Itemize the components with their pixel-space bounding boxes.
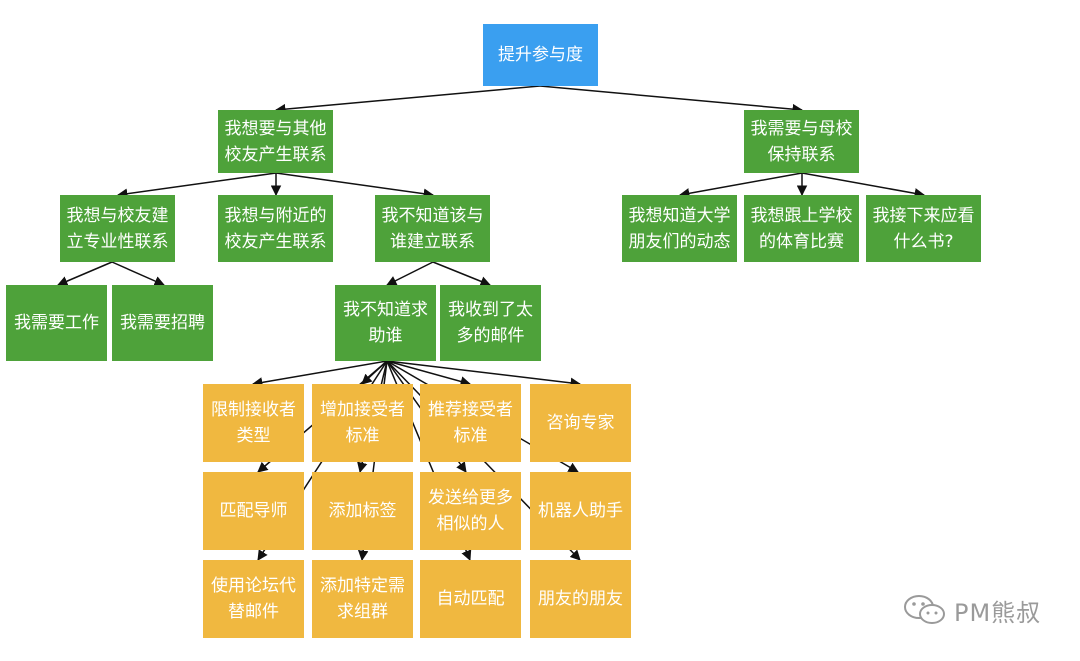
solution-special-group: 添加特定需 求组群 bbox=[312, 560, 413, 638]
solution-friend-of-friend: 朋友的朋友 bbox=[530, 560, 631, 638]
edge-help-consult bbox=[386, 360, 582, 389]
node-too-many-mail: 我收到了太 多的邮件 bbox=[440, 285, 541, 361]
solution-recommend-criteria: 推荐接受者 标准 bbox=[420, 384, 521, 462]
edge-help-recommend bbox=[386, 360, 472, 387]
solution-auto-match: 自动匹配 bbox=[420, 560, 521, 638]
edge-school-book bbox=[801, 172, 926, 199]
solution-match-mentor: 匹配导师 bbox=[203, 472, 304, 550]
node-need-hire: 我需要招聘 bbox=[112, 285, 213, 361]
edge-professional-hire bbox=[111, 261, 165, 286]
node-sports: 我想跟上学校 的体育比赛 bbox=[744, 195, 859, 262]
edge-dontknow-mail bbox=[432, 261, 491, 287]
node-need-job: 我需要工作 bbox=[6, 285, 107, 361]
solution-use-forum: 使用论坛代 替邮件 bbox=[203, 560, 304, 638]
edge-root-alumni bbox=[274, 85, 541, 115]
wechat-icon bbox=[904, 595, 945, 624]
edge-alumni-dontknow bbox=[275, 172, 435, 199]
edge-root-school bbox=[539, 85, 804, 115]
node-school-connect: 我需要与母校 保持联系 bbox=[744, 110, 859, 173]
solution-send-similar: 发送给更多 相似的人 bbox=[420, 472, 521, 550]
node-next-book: 我接下来应看 什么书? bbox=[866, 195, 981, 262]
watermark: PM熊叔 bbox=[902, 592, 1041, 628]
edge-dontknow-help bbox=[386, 261, 434, 286]
edge-school-friends bbox=[678, 172, 803, 199]
node-dont-know: 我不知道该与 谁建立联系 bbox=[375, 195, 490, 262]
solution-robot-assistant: 机器人助手 bbox=[530, 472, 631, 550]
root-node: 提升参与度 bbox=[483, 24, 598, 86]
solution-limit-type: 限制接收者 类型 bbox=[203, 384, 304, 462]
solution-add-criteria: 增加接受者 标准 bbox=[312, 384, 413, 462]
node-nearby: 我想与附近的 校友产生联系 bbox=[218, 195, 333, 262]
edge-professional-job bbox=[57, 261, 113, 287]
solution-add-tags: 添加标签 bbox=[312, 472, 413, 550]
edge-help-limit bbox=[251, 360, 388, 388]
node-help-who: 我不知道求 助谁 bbox=[335, 285, 436, 361]
watermark-text: PM熊叔 bbox=[954, 598, 1042, 627]
node-friends-news: 我想知道大学 朋友们的动态 bbox=[622, 195, 737, 262]
solution-consult-expert: 咨询专家 bbox=[530, 384, 631, 462]
node-alumni-connect: 我想要与其他 校友产生联系 bbox=[218, 110, 333, 173]
node-professional: 我想与校友建 立专业性联系 bbox=[60, 195, 175, 262]
edge-alumni-professional bbox=[116, 172, 277, 199]
